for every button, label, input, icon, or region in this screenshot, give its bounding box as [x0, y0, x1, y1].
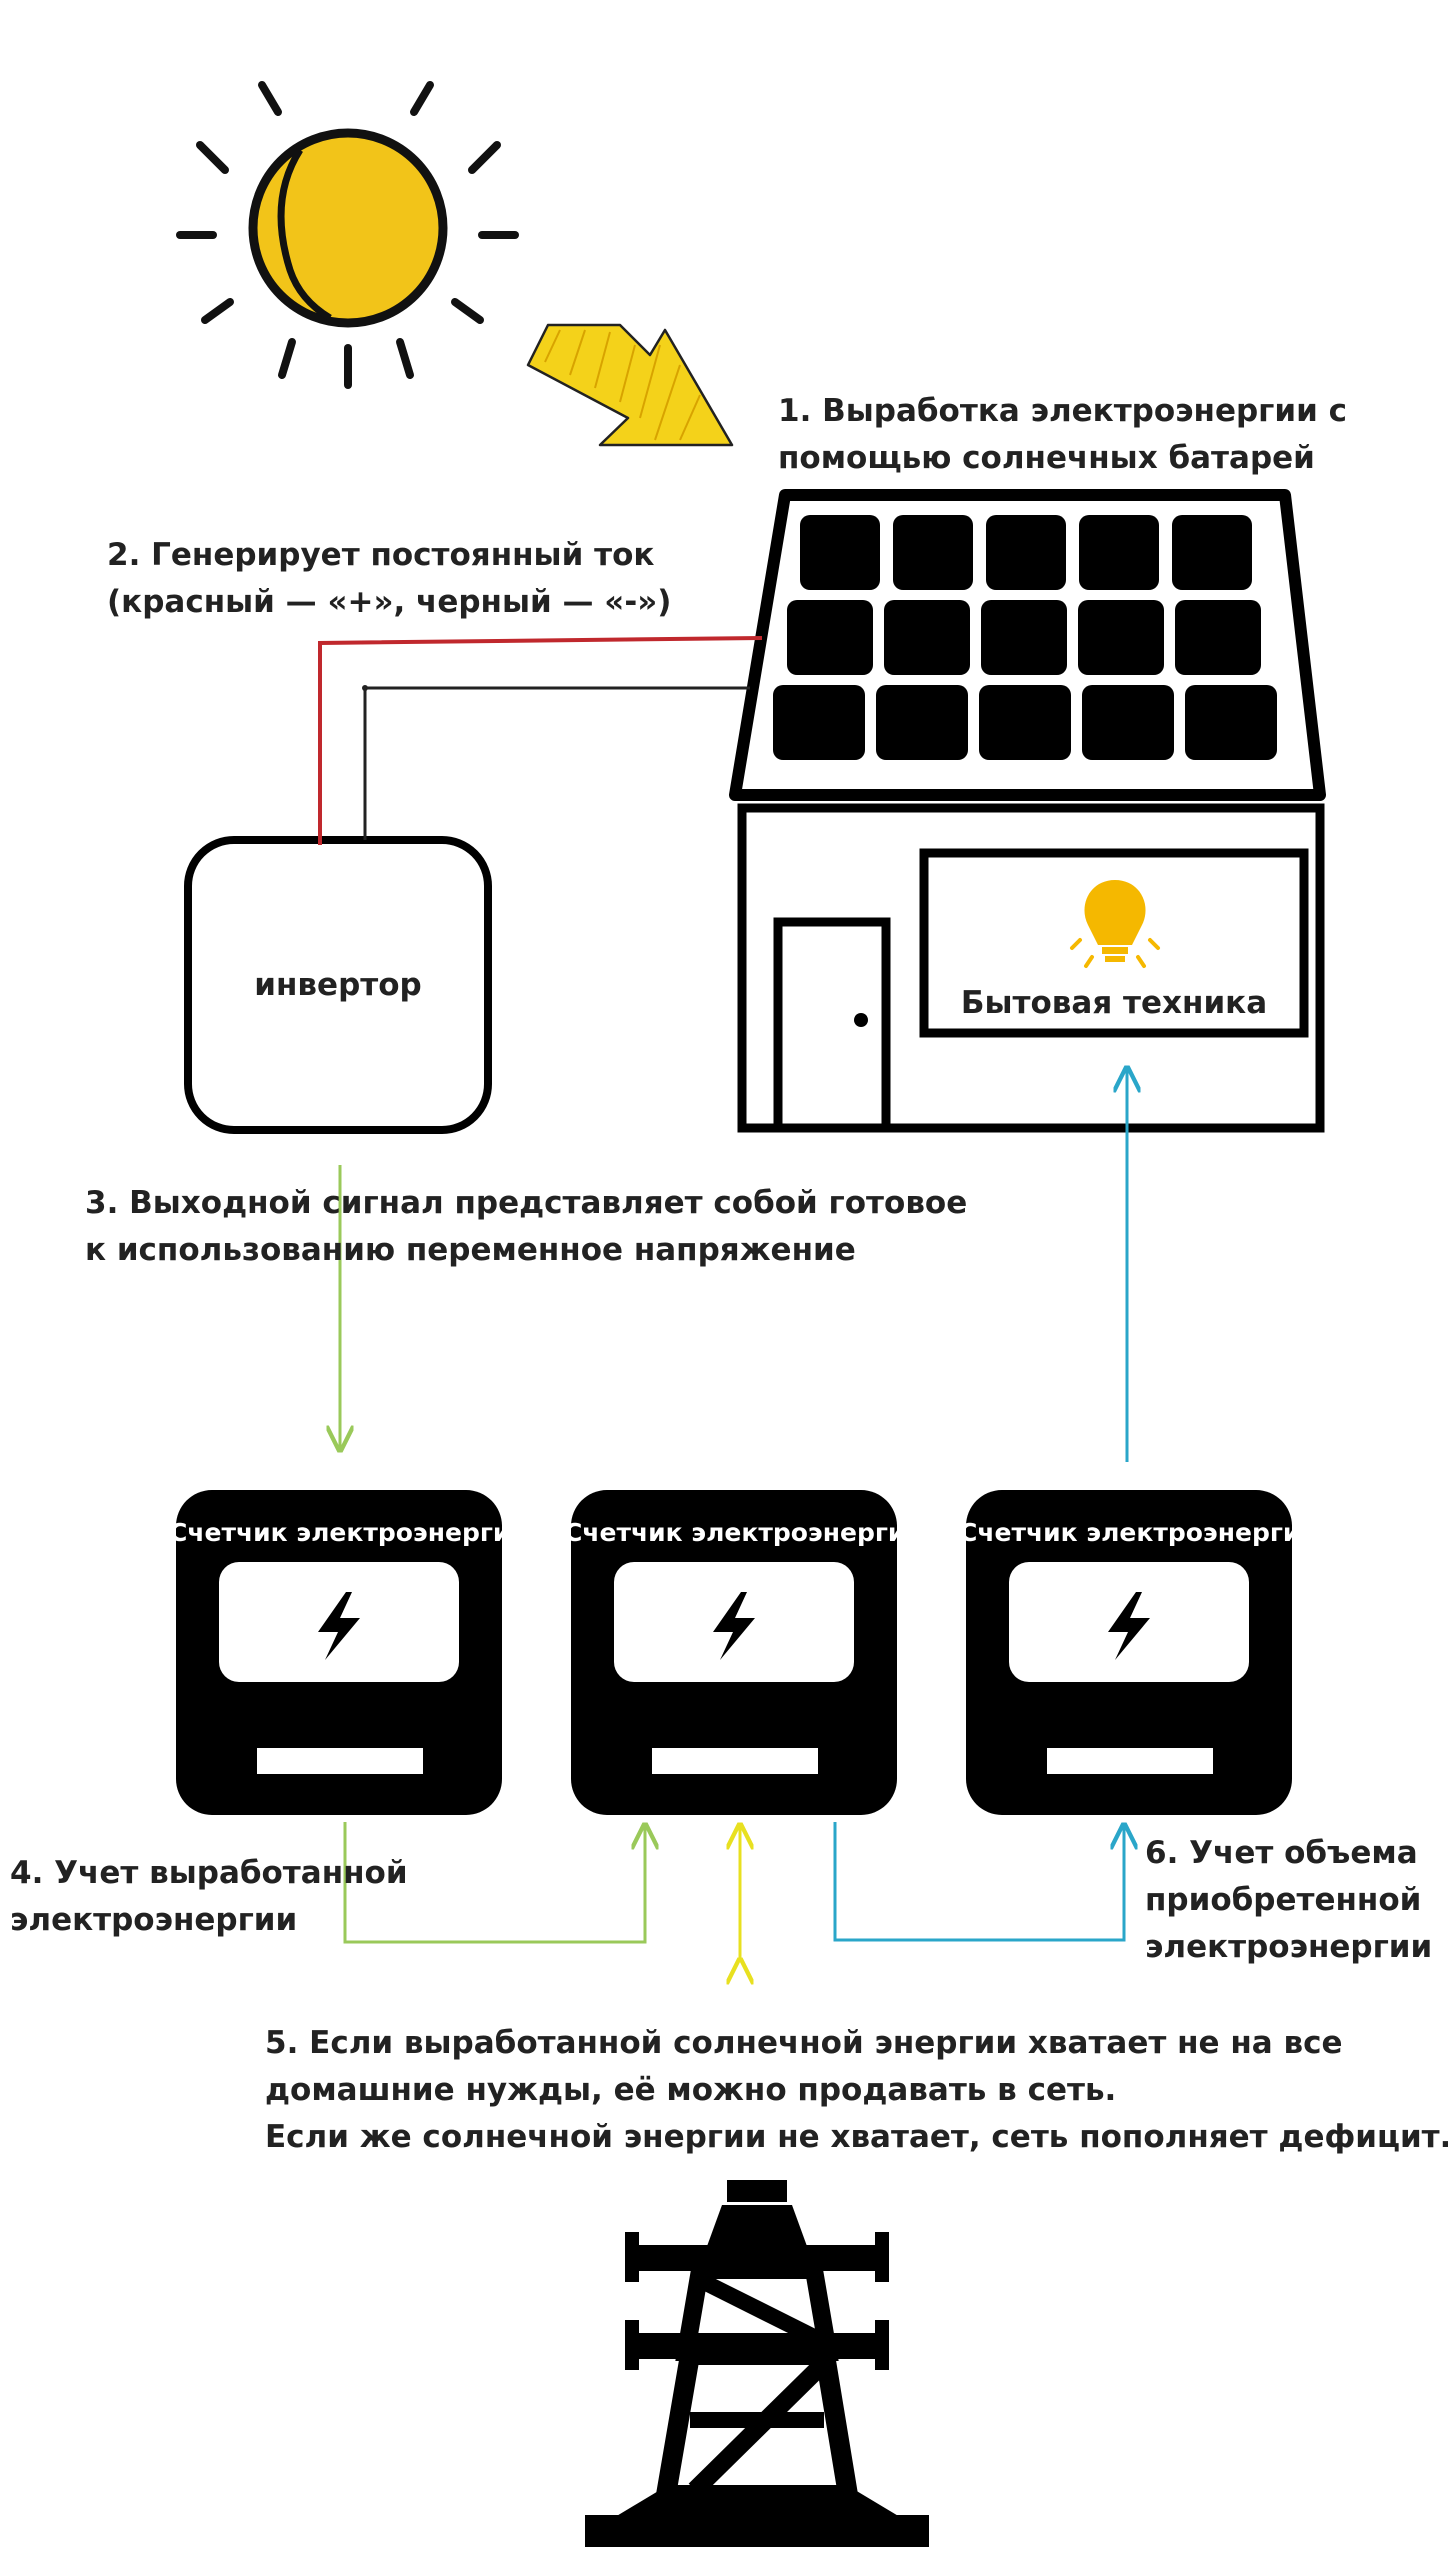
lightning-icon [713, 1592, 755, 1660]
meter-3-title: Счетчик электроэнергии [959, 1518, 1318, 1547]
meter-1-title: Счетчик электроэнергии [169, 1518, 528, 1547]
inverter-label: инвертор [254, 967, 422, 1003]
inverter-box [184, 836, 492, 1134]
step2-label: 2. Генерирует постоянный ток (красный — … [107, 537, 672, 620]
appliances-label: Бытовая техника [960, 985, 1268, 1021]
sunlight-arrow-icon [526, 323, 734, 447]
step4-label: 4. Учет выработанной электроэнергии [10, 1855, 408, 1938]
sun-icon [176, 81, 519, 389]
positive-wire [318, 636, 763, 845]
generated-energy-line [343, 1822, 645, 1944]
step5-label: 5. Если выработанной солнечной энергии х… [265, 2025, 1448, 2155]
solar-panel-icon [729, 489, 1326, 801]
meter-3 [966, 1490, 1292, 1815]
meter-2 [571, 1490, 897, 1815]
lightning-icon [318, 1592, 360, 1660]
light-bulb-icon [1070, 880, 1160, 968]
step3-label: 3. Выходной сигнал представляет собой го… [85, 1185, 968, 1268]
house-icon [737, 803, 1325, 1133]
purchased-energy-line [833, 1822, 1124, 1942]
power-tower-icon [585, 2180, 929, 2547]
lightning-icon [1108, 1592, 1150, 1660]
step6-label: 6. Учет объема приобретенной электроэнер… [1145, 1835, 1433, 1965]
step1-label: 1. Выработка электроэнергии с помощью со… [778, 393, 1347, 476]
meter-2-title: Счетчик электроэнергии [564, 1518, 923, 1547]
negative-wire [363, 686, 750, 840]
meter-1 [176, 1490, 502, 1815]
